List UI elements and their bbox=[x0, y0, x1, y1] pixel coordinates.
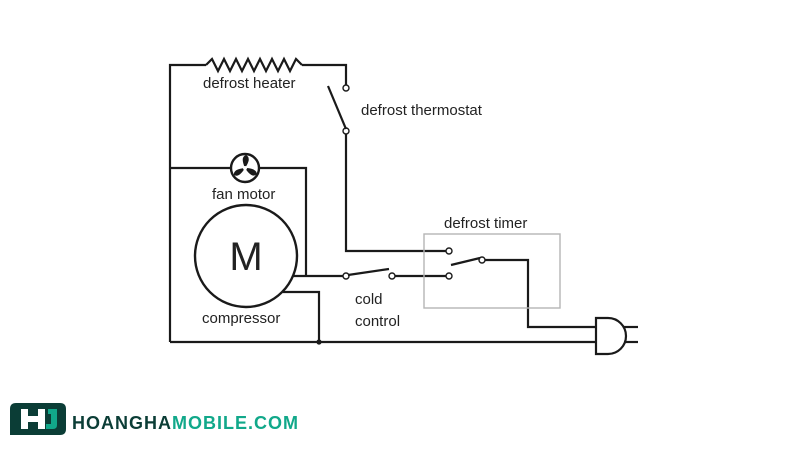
wire-compressor-bottom bbox=[283, 290, 321, 342]
cold-control-contact-left bbox=[342, 272, 350, 280]
label-defrost-heater: defrost heater bbox=[203, 75, 296, 92]
compressor-symbol: M bbox=[229, 235, 262, 279]
junction-dot bbox=[316, 339, 322, 345]
brand-name-part-a: HOANGHA bbox=[72, 413, 172, 433]
wire-fan-top bbox=[170, 166, 308, 276]
timer-switch-arm bbox=[450, 256, 481, 267]
thermostat-switch-arm bbox=[326, 85, 348, 130]
label-compressor: compressor bbox=[202, 310, 280, 327]
label-cold-control-line1: cold bbox=[355, 291, 383, 308]
wire-heater-to-thermostat bbox=[302, 63, 348, 86]
wire-left-rail bbox=[168, 63, 206, 342]
timer-contact-common bbox=[478, 256, 486, 264]
brand-logo-icon bbox=[10, 403, 66, 435]
timer-contact-lower bbox=[445, 272, 453, 280]
wire-timer-output bbox=[482, 258, 596, 329]
label-cold-control-line2: control bbox=[355, 313, 400, 330]
cold-control-switch-arm bbox=[347, 267, 390, 277]
cold-control-contact-right bbox=[388, 272, 396, 280]
brand-logo-text: HOANGHAMOBILE.COM bbox=[72, 413, 299, 434]
brand-name-part-b: MOBILE.COM bbox=[172, 413, 299, 433]
thermostat-contact-top bbox=[342, 84, 350, 92]
timer-contact-upper bbox=[445, 247, 453, 255]
defrost-heater-resistor bbox=[205, 56, 303, 74]
label-fan-motor: fan motor bbox=[212, 186, 275, 203]
compressor-motor bbox=[193, 203, 299, 309]
defrost-timer-box bbox=[423, 233, 561, 309]
label-defrost-thermostat: defrost thermostat bbox=[361, 102, 483, 119]
fan-motor-icon bbox=[229, 152, 261, 184]
wire-thermostat-to-timer bbox=[344, 131, 449, 253]
label-defrost-timer: defrost timer bbox=[444, 215, 527, 232]
power-plug-icon bbox=[594, 316, 638, 356]
